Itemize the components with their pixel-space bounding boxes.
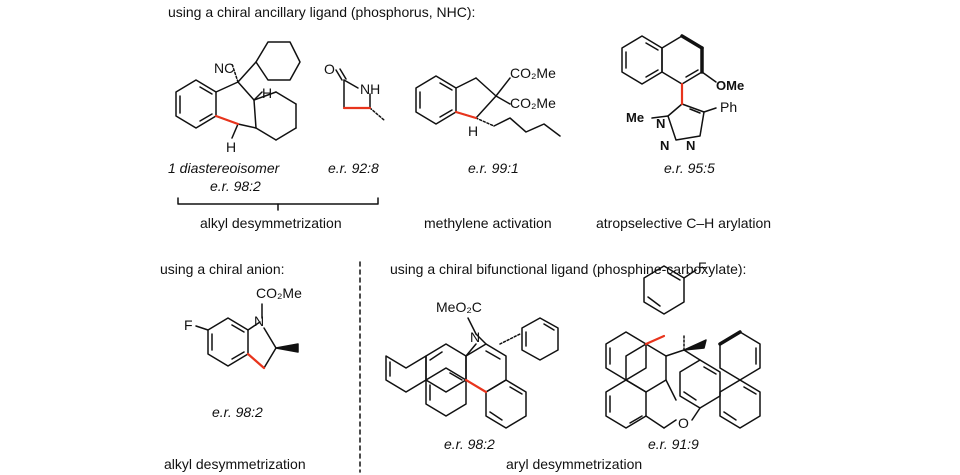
- compound-1-caption: 1 diastereoisomer: [168, 160, 280, 176]
- label-co2me-2: CO₂Me: [510, 95, 556, 111]
- section-title-anion: using a chiral anion:: [160, 261, 285, 277]
- label-ome: OMe: [716, 78, 744, 93]
- label-n-3: N: [686, 138, 695, 153]
- label-co2me-1: CO₂Me: [510, 65, 556, 81]
- highlight-bond-3: [454, 110, 478, 120]
- label-h-3: H: [468, 123, 478, 139]
- label-o-2: O: [678, 415, 689, 431]
- highlight-bond-1: [214, 114, 240, 126]
- section-title-ancillary: using a chiral ancillary ligand (phospho…: [168, 4, 476, 20]
- label-n-5: N: [470, 329, 480, 345]
- compound-5-er: e.r. 98:2: [212, 404, 263, 420]
- compound-7-er: e.r. 91:9: [648, 436, 699, 452]
- label-n-2: N: [660, 138, 669, 153]
- label-f-1: F: [184, 317, 193, 333]
- bracket-alkyl: [177, 197, 379, 205]
- label-o: O: [324, 61, 335, 77]
- label-h-2: H: [226, 139, 236, 155]
- label-nc: NC: [214, 60, 234, 76]
- compound-3-er: e.r. 99:1: [468, 160, 519, 176]
- category-alkyl-desym-top: alkyl desymmetrization: [200, 215, 342, 231]
- compound-4-er: e.r. 95:5: [664, 160, 715, 176]
- category-alkyl-desym-bottom: alkyl desymmetrization: [164, 456, 306, 472]
- compound-7-structure: [605, 265, 761, 429]
- label-h-1: H: [262, 85, 272, 101]
- compound-6-er: e.r. 98:2: [444, 436, 495, 452]
- category-methylene: methylene activation: [424, 215, 552, 231]
- label-n-1: N: [656, 116, 665, 131]
- label-me: Me: [626, 110, 644, 125]
- compound-2-er: e.r. 92:8: [328, 160, 379, 176]
- label-f-2: F: [698, 259, 707, 275]
- category-atropselective: atropselective C–H arylation: [596, 215, 772, 231]
- section-title-bifunctional: using a chiral bifunctional ligand (phos…: [390, 261, 747, 277]
- label-ph: Ph: [720, 99, 737, 115]
- category-aryl-desym: aryl desymmetrization: [506, 456, 643, 472]
- compound-1-er: e.r. 98:2: [210, 178, 261, 194]
- highlight-bond-6: [464, 378, 488, 394]
- compound-1-structure: [175, 41, 301, 141]
- highlight-bonds: [214, 82, 684, 394]
- label-n-4: N: [254, 313, 264, 329]
- highlight-bond-7: [644, 334, 666, 346]
- label-co2me-3: CO₂Me: [256, 285, 302, 301]
- label-nh: NH: [360, 81, 380, 97]
- label-meo2c: MeO₂C: [436, 299, 482, 315]
- compound-5-structure: [195, 303, 299, 369]
- highlight-bond-5: [246, 352, 266, 370]
